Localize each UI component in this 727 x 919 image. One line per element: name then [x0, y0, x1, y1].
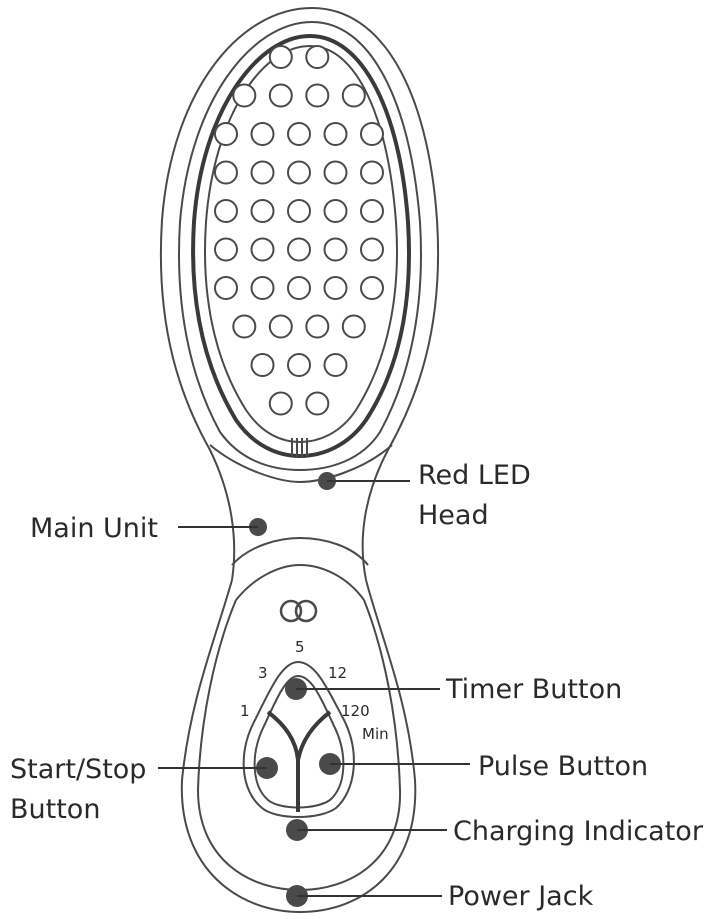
led-light — [323, 237, 348, 262]
led-light — [287, 199, 311, 223]
label-power-jack: Power Jack — [448, 881, 594, 912]
timer-label-1: 1 — [240, 702, 250, 720]
interlocking-rings-icon — [279, 599, 318, 623]
led-light — [287, 122, 311, 146]
label-start-stop-line2: Button — [10, 794, 100, 825]
led-light — [287, 160, 311, 185]
led-light — [268, 83, 293, 108]
led-light — [232, 83, 257, 108]
led-light — [305, 314, 330, 339]
led-light — [360, 199, 384, 223]
led-light — [250, 353, 275, 377]
timer-label-unit: Min — [362, 725, 389, 743]
led-light — [305, 391, 330, 416]
led-light — [323, 353, 348, 377]
led-light — [323, 276, 348, 300]
led-light — [323, 199, 348, 223]
led-light — [214, 122, 238, 146]
device-body — [159, 6, 440, 914]
led-light — [323, 122, 348, 146]
led-light — [360, 237, 384, 262]
label-timer-button: Timer Button — [445, 674, 622, 705]
led-light — [250, 276, 275, 300]
led-light — [268, 314, 293, 339]
callout-labels: Red LED Head Main Unit Timer Button Star… — [10, 460, 704, 912]
timer-label-3: 3 — [258, 664, 268, 682]
led-light — [250, 160, 275, 185]
led-light — [268, 45, 293, 69]
leader-lines — [158, 480, 470, 897]
label-pulse-button: Pulse Button — [478, 751, 648, 782]
led-light — [341, 314, 366, 339]
label-red-led-head-line1: Red LED — [418, 460, 531, 491]
label-start-stop-line1: Start/Stop — [10, 754, 146, 785]
label-red-led-head-line2: Head — [418, 500, 489, 531]
led-light — [250, 122, 275, 146]
led-light — [232, 314, 257, 339]
led-light — [323, 160, 348, 185]
led-light — [305, 83, 330, 108]
led-light — [214, 160, 238, 185]
led-light — [250, 237, 275, 262]
led-light — [214, 199, 238, 223]
led-light — [250, 199, 275, 223]
led-light — [214, 276, 238, 300]
led-light — [287, 353, 311, 377]
led-light — [268, 391, 293, 416]
timer-scale: 5 3 12 1 120 Min — [240, 638, 389, 743]
led-light — [287, 276, 311, 300]
led-light — [287, 237, 311, 262]
timer-label-120: 120 — [341, 702, 370, 720]
timer-label-12: 12 — [328, 664, 347, 682]
label-main-unit: Main Unit — [30, 513, 158, 544]
led-light — [360, 160, 384, 185]
led-light — [214, 237, 238, 262]
timer-label-5: 5 — [295, 638, 305, 656]
led-light — [305, 45, 330, 69]
led-light — [360, 276, 384, 300]
label-charging-indicator: Charging Indicator — [453, 816, 704, 847]
led-light — [341, 83, 366, 108]
led-grid — [214, 45, 384, 416]
led-light — [360, 122, 384, 146]
